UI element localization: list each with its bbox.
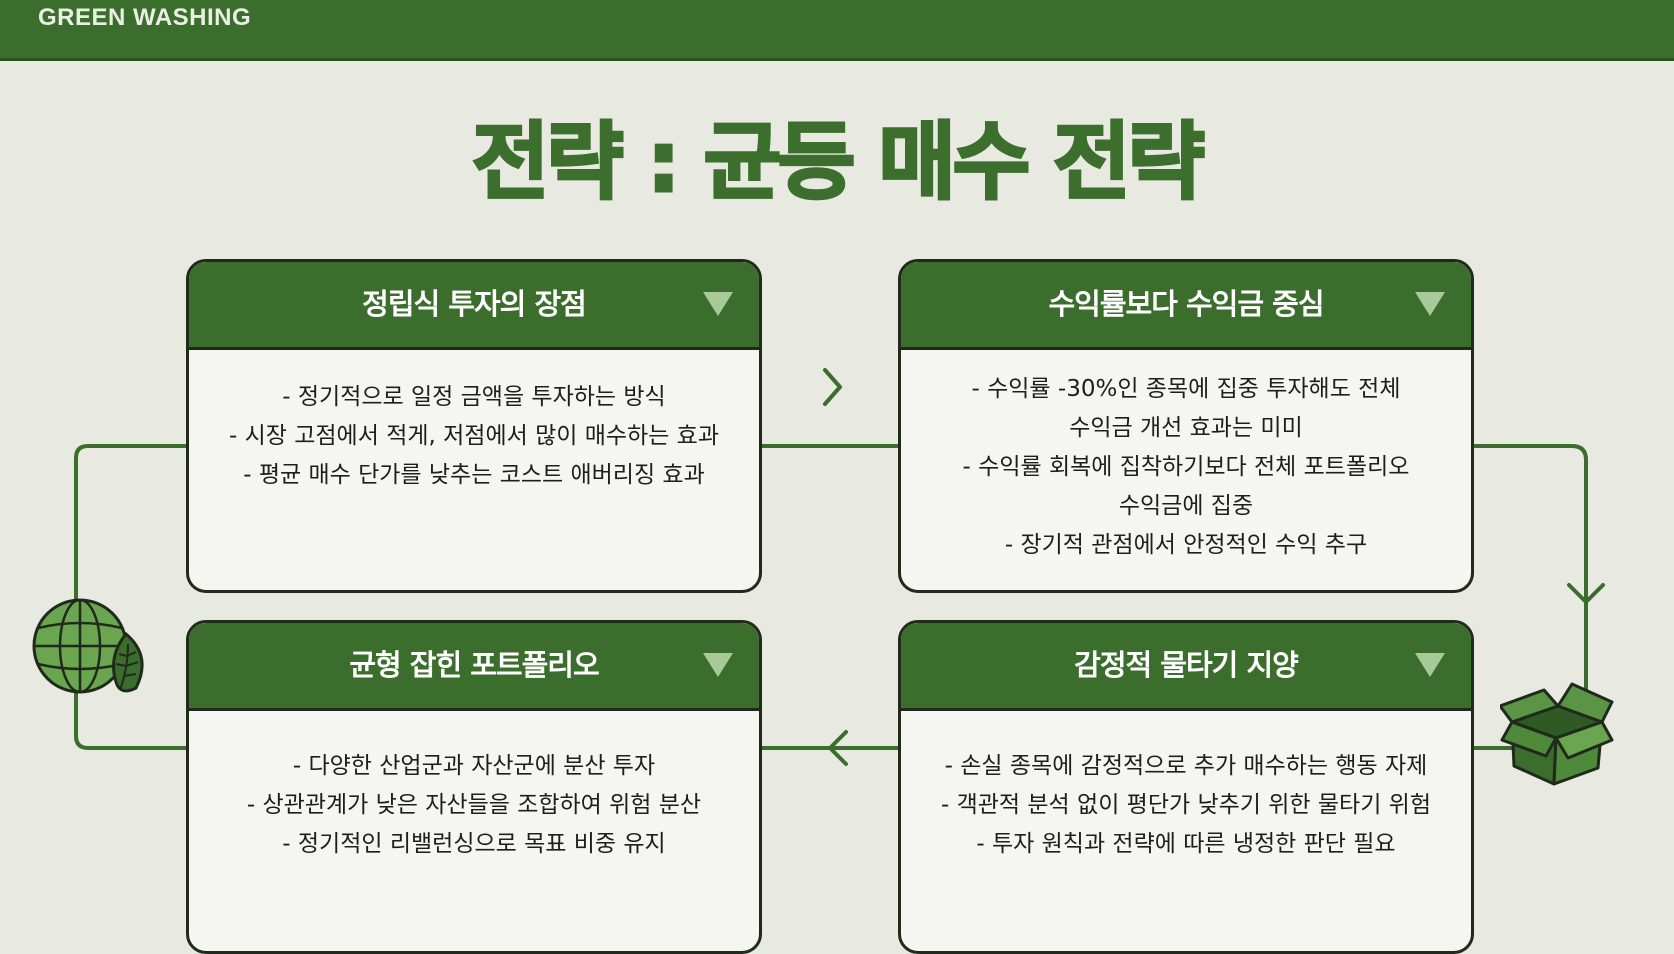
caret-down-icon[interactable] — [1415, 653, 1445, 677]
card-line: - 장기적 관점에서 안정적인 수익 추구 — [1004, 532, 1368, 558]
chevron-right-icon — [823, 368, 842, 406]
card-balanced-portfolio: 균형 잡힌 포트폴리오 - 다양한 산업군과 자산군에 분산 투자 - 상관관계… — [186, 620, 762, 954]
connector-left — [74, 444, 188, 750]
card-body: - 손실 종목에 감정적으로 추가 매수하는 행동 자제 - 객관적 분석 없이… — [901, 711, 1471, 864]
card-header[interactable]: 정립식 투자의 장점 — [189, 262, 759, 350]
chevron-left-icon — [828, 730, 848, 766]
card-line: - 수익률 회복에 집착하기보다 전체 포트폴리오 — [962, 454, 1410, 480]
card-title: 감정적 물타기 지양 — [1074, 648, 1299, 682]
caret-down-icon[interactable] — [703, 292, 733, 316]
card-dollar-cost-averaging: 정립식 투자의 장점 - 정기적으로 일정 금액을 투자하는 방식 - 시장 고… — [186, 259, 762, 593]
card-body: - 수익률 -30%인 종목에 집중 투자해도 전체 수익금 개선 효과는 미미… — [901, 350, 1471, 565]
card-line: - 손실 종목에 감정적으로 추가 매수하는 행동 자제 — [944, 753, 1428, 779]
card-body: - 정기적으로 일정 금액을 투자하는 방식 - 시장 고점에서 적게, 저점에… — [189, 350, 759, 495]
card-header[interactable]: 균형 잡힌 포트폴리오 — [189, 623, 759, 711]
card-title: 정립식 투자의 장점 — [362, 287, 587, 321]
card-body: - 다양한 산업군과 자산군에 분산 투자 - 상관관계가 낮은 자산들을 조합… — [189, 711, 759, 864]
card-header[interactable]: 감정적 물타기 지양 — [901, 623, 1471, 711]
caret-down-icon[interactable] — [703, 653, 733, 677]
card-line: - 객관적 분석 없이 평단가 낮추기 위한 물타기 위험 — [941, 792, 1431, 818]
card-line: - 상관관계가 낮은 자산들을 조합하여 위험 분산 — [246, 792, 702, 818]
caret-down-icon[interactable] — [1415, 292, 1445, 316]
card-line: - 투자 원칙과 전략에 따른 냉정한 판단 필요 — [976, 831, 1396, 857]
card-title: 수익률보다 수익금 중심 — [1048, 287, 1325, 321]
card-line: 수익금 개선 효과는 미미 — [1069, 415, 1303, 441]
card-title: 균형 잡힌 포트폴리오 — [349, 648, 599, 682]
card-line: 수익금에 집중 — [1118, 493, 1254, 519]
open-box-icon — [1500, 682, 1614, 786]
brand-label: GREEN WASHING — [38, 4, 252, 31]
card-profit-focus: 수익률보다 수익금 중심 - 수익률 -30%인 종목에 집중 투자해도 전체 … — [898, 259, 1474, 593]
chevron-down-icon — [1567, 583, 1605, 604]
card-header[interactable]: 수익률보다 수익금 중심 — [901, 262, 1471, 350]
card-line: - 다양한 산업군과 자산군에 분산 투자 — [292, 753, 656, 779]
top-bar: GREEN WASHING — [0, 0, 1674, 61]
card-line: - 수익률 -30%인 종목에 집중 투자해도 전체 — [971, 376, 1401, 402]
globe-leaf-icon — [32, 598, 144, 694]
card-line: - 시장 고점에서 적게, 저점에서 많이 매수하는 효과 — [229, 423, 719, 449]
card-line: - 평균 매수 단가를 낮추는 코스트 애버리징 효과 — [243, 462, 705, 488]
page-title: 전략 : 균등 매수 전략 — [471, 112, 1207, 213]
card-avoid-averaging-down: 감정적 물타기 지양 - 손실 종목에 감정적으로 추가 매수하는 행동 자제 … — [898, 620, 1474, 954]
card-line: - 정기적인 리밸런싱으로 목표 비중 유지 — [282, 831, 666, 857]
card-line: - 정기적으로 일정 금액을 투자하는 방식 — [282, 384, 666, 410]
